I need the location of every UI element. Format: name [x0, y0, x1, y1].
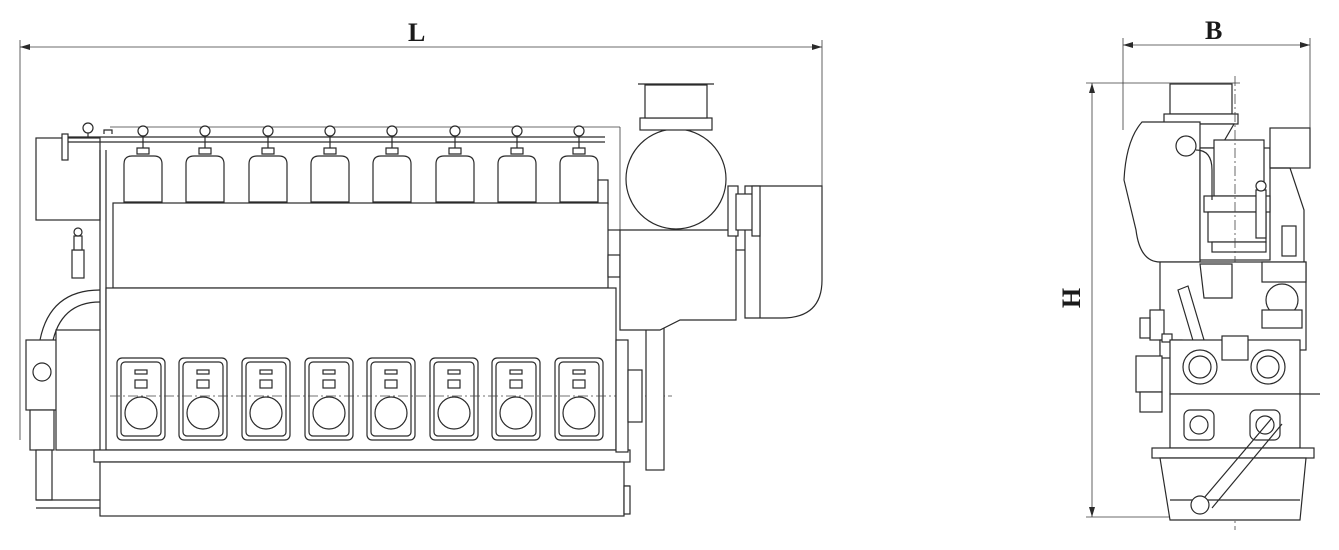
height-label: H — [1057, 287, 1087, 309]
length-label: L — [408, 18, 426, 47]
side-view — [25, 83, 823, 517]
breadth-label: B — [1205, 16, 1223, 45]
dimension-length — [19, 40, 823, 440]
crankcase-doors — [116, 357, 604, 441]
cylinder-heads — [123, 125, 599, 203]
end-view — [1123, 76, 1320, 530]
dimension-breadth — [1122, 38, 1311, 130]
